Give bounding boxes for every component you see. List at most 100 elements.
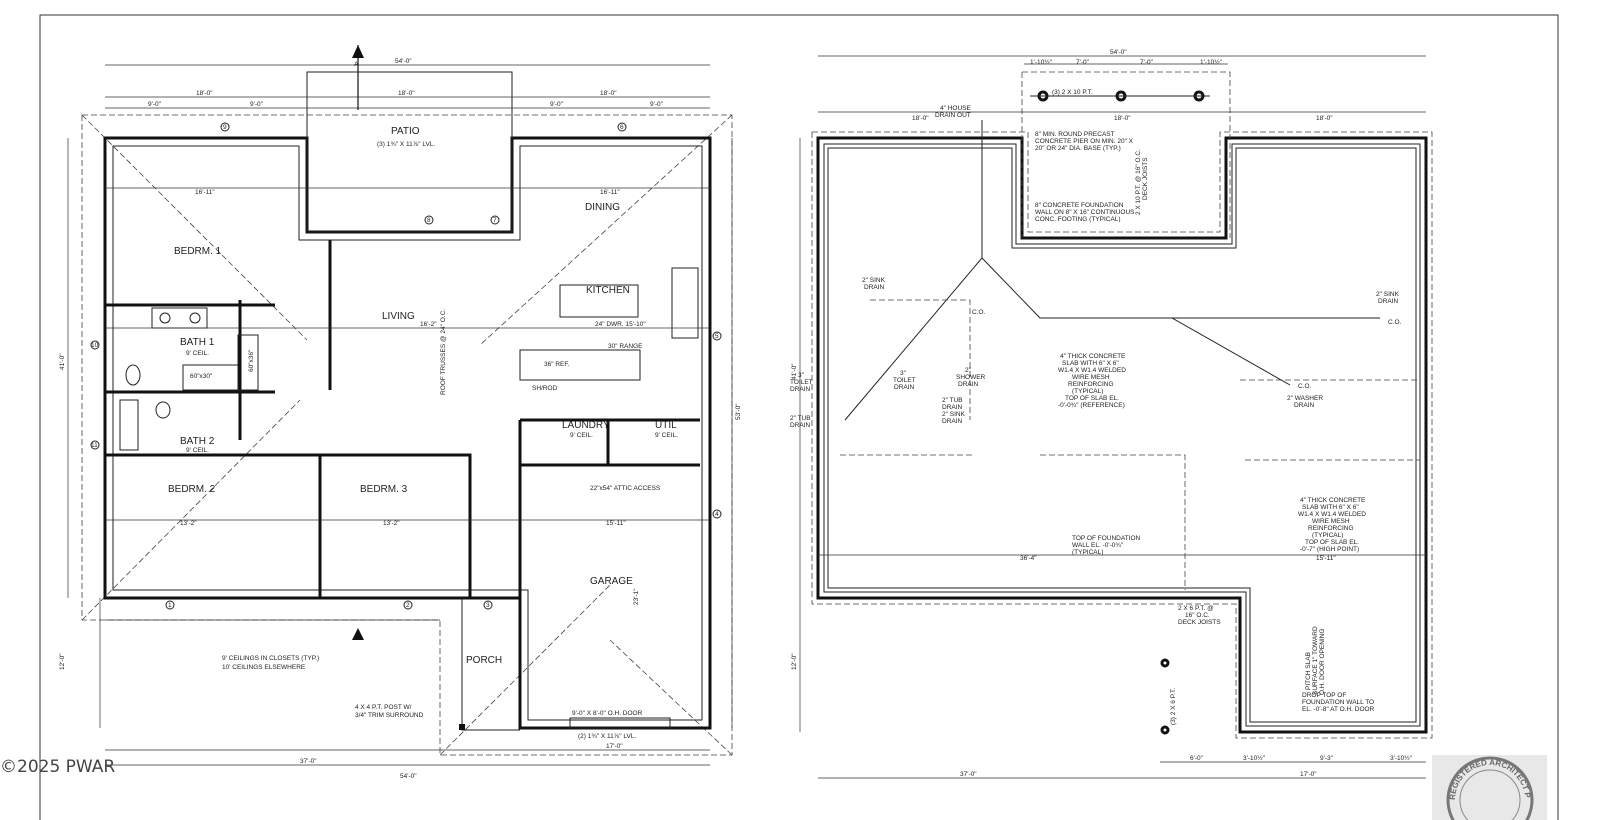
drawing-label: 36" REF. (544, 361, 570, 368)
drawing-label: 36'-4" (1020, 555, 1037, 562)
drawing-label: 1 (168, 602, 172, 609)
kitchen-counter (519, 349, 641, 381)
room-label-bedroom3: BEDRM. 3 (360, 484, 408, 495)
drawing-label: 41'-0" (59, 353, 66, 370)
drawing-label: (TYPICAL) (1072, 388, 1103, 395)
drawing-label: 2 X 6 P.T. @ (1178, 605, 1214, 612)
drawing-label: 9'-0" (250, 101, 264, 108)
drawing-label: TOILET (893, 377, 916, 384)
drawing-label: SH/ROD (532, 385, 558, 392)
drawing-label: WALL EL. -0'-0¾" (1072, 542, 1124, 549)
exterior-walls-inner (112, 145, 703, 721)
drawing-label: 60"x36" (248, 349, 255, 372)
sheet-border (39, 14, 1559, 820)
dimension-lines (67, 64, 733, 766)
drawing-label: 3 (486, 602, 490, 609)
bathtub-icon (119, 399, 139, 451)
room-label-kitchen: KITCHEN (586, 285, 630, 296)
drawing-label: 54'-0" (400, 773, 417, 780)
drawing-label: W1.4 X W1.4 WELDED (1058, 367, 1126, 374)
drawing-label: 17'-0" (606, 743, 623, 750)
drawing-label: O.H. DOOR OPENING (1319, 629, 1326, 695)
drawing-label: 54'-0" (1110, 49, 1127, 56)
drawing-label: PITCH SLAB (1305, 652, 1312, 690)
drawing-label: SURFACE 1" TOWARD (1312, 626, 1319, 695)
porch-post (459, 724, 465, 730)
drawing-label: ROOF TRUSSES @ 24" O.C. (440, 309, 447, 395)
roof-outline (81, 114, 733, 756)
section-mark: A (354, 61, 359, 68)
dimension-lines (799, 55, 1426, 779)
roof-hip-lines (81, 114, 733, 756)
drawing-label: DROP TOP OF (1302, 692, 1346, 699)
footing-outline (811, 131, 1433, 739)
drawing-label: 37'-0" (300, 758, 317, 765)
grid-markers: 1 2 3 4 5 6 7 8 9 10 11 (90, 122, 722, 610)
drawing-label: DRAIN (864, 284, 885, 291)
drawing-label: 9'-3" (1320, 755, 1334, 762)
drawing-label: 10 (91, 342, 99, 349)
drawing-label: REINFORCING (1068, 381, 1114, 388)
drawing-label: REINFORCING (1308, 525, 1354, 532)
toilet-icon (125, 364, 141, 386)
drawing-label: 8" CONCRETE FOUNDATION (1035, 202, 1124, 209)
drawing-label: 5 (715, 333, 719, 340)
drawing-label: 23'-1" (633, 588, 640, 605)
drawing-label: 2 (406, 602, 410, 609)
toilet-icon (155, 401, 171, 419)
foundation-walls (816, 136, 1428, 734)
drawing-label: 6 (620, 124, 624, 131)
drawing-label: 18'-0" (600, 90, 617, 97)
drawing-label: 30" RANGE (608, 343, 643, 350)
drawing-label: EL. -0'-8" AT O.H. DOOR (1302, 706, 1375, 713)
drawing-label: (3) 2 X 10 P.T. (1052, 89, 1093, 96)
drawing-label: DRAIN (942, 418, 963, 425)
drawing-label: -0'-7" (HIGH POINT) (1300, 546, 1359, 553)
drawing-label: 11 (91, 442, 98, 449)
drawing-label: 2" TUB (942, 397, 963, 404)
drawing-label: 18'-0" (398, 90, 415, 97)
floor-plan: A PATIO BEDRM. 1 LIVING DINING KITCHEN B… (59, 45, 742, 780)
room-label-util: UTIL (655, 420, 677, 431)
drawing-label: TOILET (790, 379, 813, 386)
pier-icons (1037, 90, 1205, 735)
drawing-label: 8" MIN. ROUND PRECAST (1035, 131, 1115, 138)
drawing-label: (TYPICAL) (1312, 532, 1343, 539)
patio-outline (306, 71, 513, 233)
drawing-label: DECK JOISTS (1142, 157, 1149, 200)
drawing-label: 9' CEIL. (655, 432, 678, 439)
drawing-label: 4" THICK CONCRETE (1300, 497, 1366, 504)
drawing-label: 1'-10½" (1200, 58, 1223, 66)
drawing-label: 9' CEIL. (186, 350, 209, 357)
garage-slab-note: 4" THICK CONCRETE SLAB WITH 6" X 6" W1.4… (1298, 497, 1366, 553)
drawing-label: 15'-11" (1316, 555, 1336, 562)
drawing-label: 9'-0" (650, 101, 664, 108)
drawing-label: 9' CEIL. (186, 447, 209, 454)
drawing-label: 4" THICK CONCRETE (1060, 353, 1126, 360)
drawing-label: 54'-0" (395, 58, 412, 65)
drawing-label: TOP OF SLAB EL. (1065, 395, 1119, 402)
room-label-living: LIVING (382, 311, 415, 322)
drawing-label: DRAIN (790, 386, 811, 393)
drawing-label: SHOWER (956, 374, 986, 381)
kitchen-island (559, 284, 639, 318)
drawing-label: DRAIN (894, 384, 915, 391)
drawing-label: 4 (715, 511, 719, 518)
drawing-label: 16'-11" (195, 189, 215, 196)
drawing-label: 24" DWR. 15'-10" (595, 321, 646, 328)
drawing-label: CONCRETE PIER ON MIN. 20" X (1035, 138, 1134, 145)
room-label-dining: DINING (585, 202, 620, 213)
drawing-label: (2) 1¾" X 11⅞" LVL. (578, 733, 636, 740)
drawing-label: 6'-0" (1190, 755, 1204, 762)
drawing-label: 3/4" TRIM SURROUND (355, 712, 424, 719)
drawing-label: DRAIN (1378, 298, 1399, 305)
drawing-label: 13'-2" (180, 520, 197, 527)
drawing-label: 2" TUB (790, 415, 811, 422)
drawing-label: 41'-0" (791, 363, 798, 380)
drawing-label: 2" WASHER (1287, 395, 1323, 402)
drawing-label: 12'-0" (791, 653, 798, 670)
drawing-label: 9'-0" X 8'-0" O.H. DOOR (572, 710, 643, 717)
drawing-label: 9'-0" (550, 101, 564, 108)
drawing-label: DRAIN OUT (935, 112, 971, 119)
